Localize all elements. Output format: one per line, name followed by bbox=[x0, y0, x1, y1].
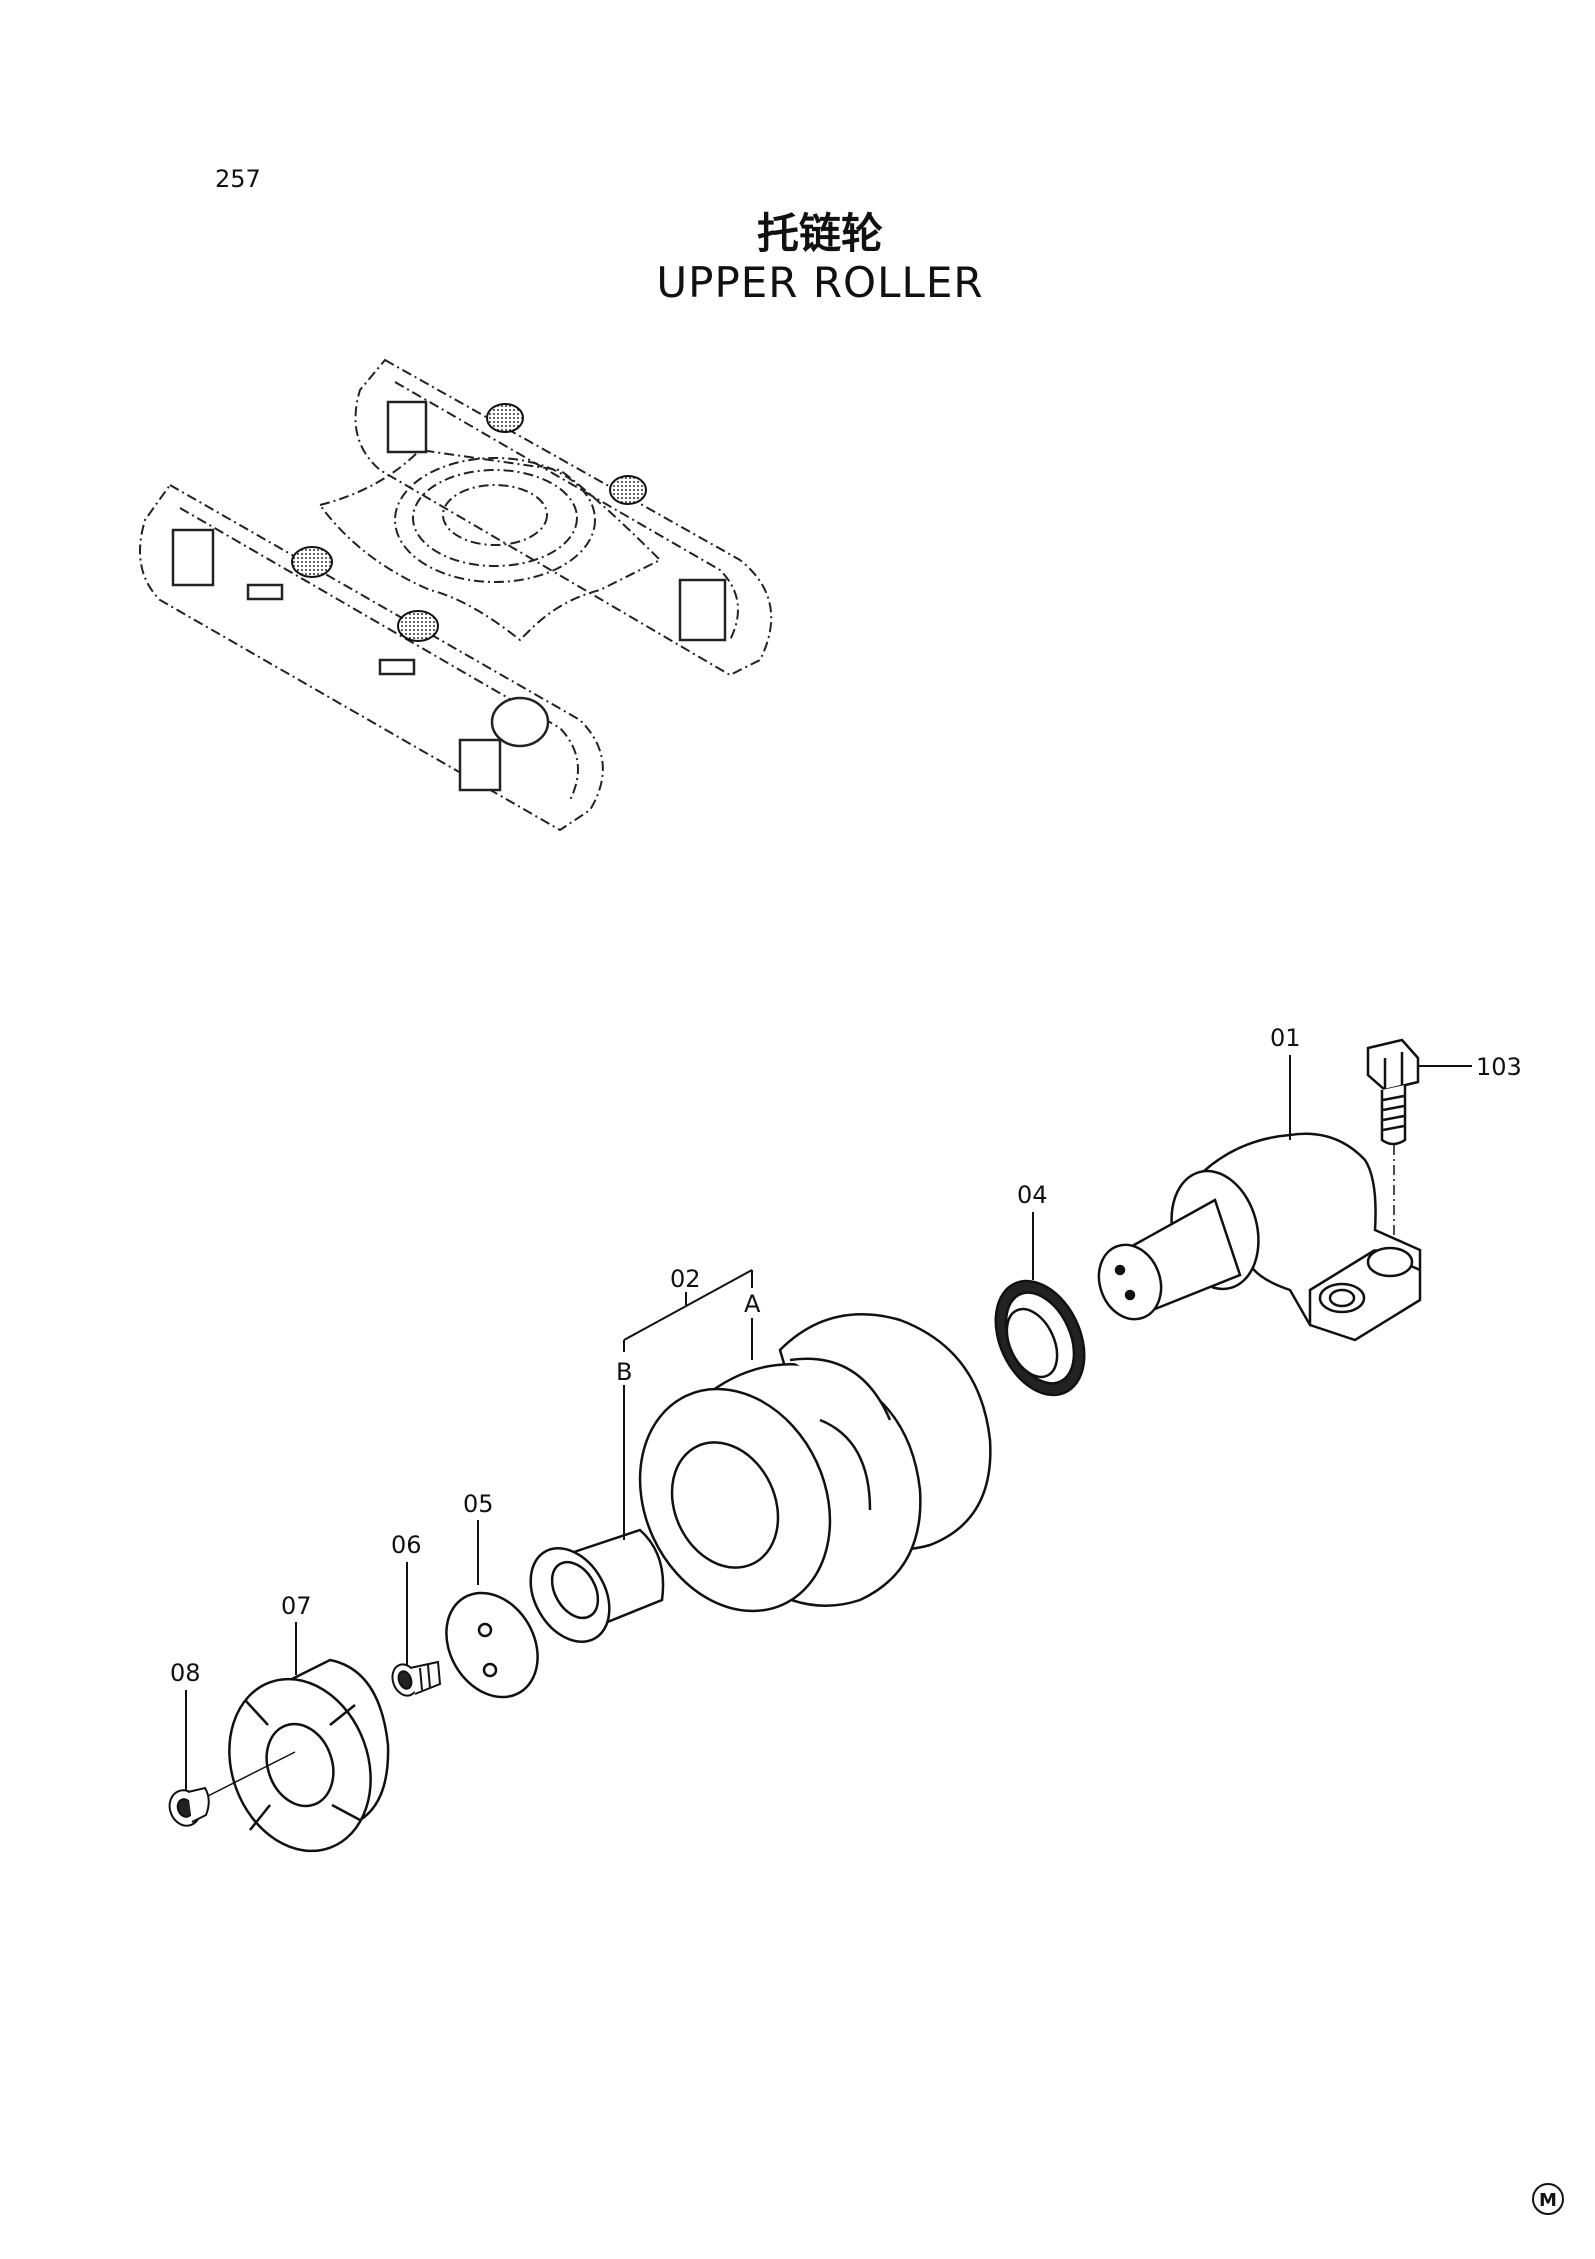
callout-02: 02 bbox=[670, 1265, 701, 1293]
page-number: 257 bbox=[215, 165, 261, 193]
seal-04 bbox=[994, 1279, 1086, 1397]
roller-02a bbox=[638, 1313, 992, 1613]
callout-08: 08 bbox=[170, 1659, 201, 1687]
callout-06: 06 bbox=[391, 1531, 422, 1559]
bolt-103 bbox=[1366, 1038, 1420, 1146]
callout-04: 04 bbox=[1017, 1181, 1048, 1209]
page-title: UPPER ROLLER bbox=[656, 258, 984, 307]
screw-06 bbox=[391, 1660, 442, 1697]
upper-roller-locations bbox=[291, 403, 647, 642]
track-end-blocks bbox=[171, 400, 727, 792]
callout-07: 07 bbox=[281, 1592, 312, 1620]
cover-07 bbox=[228, 1658, 390, 1853]
callout-01: 01 bbox=[1270, 1024, 1301, 1052]
bushing-02b bbox=[529, 1528, 665, 1643]
thrust-plate-05 bbox=[445, 1591, 539, 1699]
page-title-chinese: 托链轮 bbox=[756, 209, 883, 258]
corner-mark: M bbox=[1532, 2183, 1564, 2215]
plug-08 bbox=[168, 1786, 210, 1827]
callout-02-b: B bbox=[616, 1358, 632, 1386]
callout-05: 05 bbox=[463, 1490, 494, 1518]
bracket-01 bbox=[1097, 1132, 1422, 1342]
callout-02-a: A bbox=[744, 1290, 761, 1318]
undercarriage-overview bbox=[139, 358, 773, 832]
callout-103: 103 bbox=[1476, 1053, 1522, 1081]
callout-02-bracket bbox=[623, 1269, 753, 1540]
